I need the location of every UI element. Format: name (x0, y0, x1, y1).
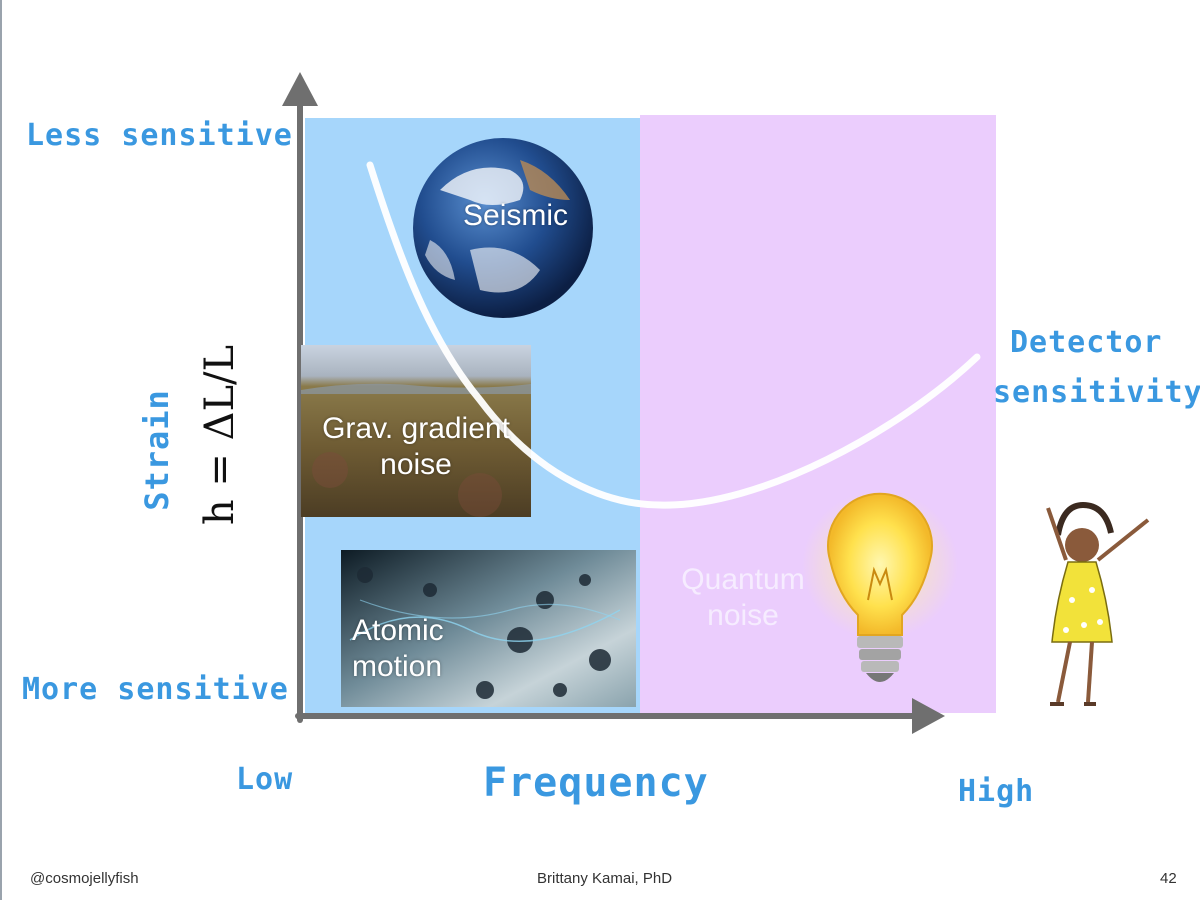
quantum-noise-label-line1: Quantum (681, 563, 805, 596)
scientist-figure (1046, 501, 1150, 706)
y-axis-title: Strain (138, 389, 176, 511)
quantum-noise-label: Quantum noise (668, 562, 818, 634)
quantum-noise-label-line2: noise (707, 599, 779, 632)
atoms-image (341, 550, 636, 707)
y-axis-bottom-label: More sensitive (22, 672, 289, 707)
light-bulb-image (802, 490, 958, 682)
slide-edge (0, 0, 2, 900)
strain-formula: h = ΔL/L (197, 344, 243, 526)
grav-gradient-label-line1: Grav. gradient (322, 412, 510, 445)
seismic-label: Seismic (463, 199, 569, 232)
footer-handle: @cosmojellyfish (30, 870, 139, 887)
grav-gradient-label-line2: noise (380, 448, 452, 481)
curve-label-line2: sensitivity (993, 375, 1200, 410)
x-axis-arrowhead (912, 698, 945, 734)
x-axis-title: Frequency (483, 760, 709, 806)
footer-page-number: 42 (1160, 870, 1177, 887)
x-axis-low-label: Low (236, 762, 294, 797)
grav-gradient-label: Grav. gradient noise (306, 411, 526, 483)
footer-author: Brittany Kamai, PhD (537, 870, 673, 887)
earth-image (413, 138, 593, 318)
detector-sensitivity-curve (366, 161, 981, 509)
atomic-motion-label: Atomic motion (352, 613, 444, 685)
x-axis-high-label: High (958, 774, 1035, 809)
curve-label-line1: Detector (1010, 325, 1163, 360)
y-axis-arrowhead (282, 72, 318, 106)
y-axis-top-label: Less sensitive (26, 118, 293, 153)
atomic-motion-label-line2: motion (352, 650, 443, 683)
atomic-motion-label-line1: Atomic (352, 614, 444, 647)
y-axis (282, 72, 318, 723)
x-axis (295, 698, 945, 734)
